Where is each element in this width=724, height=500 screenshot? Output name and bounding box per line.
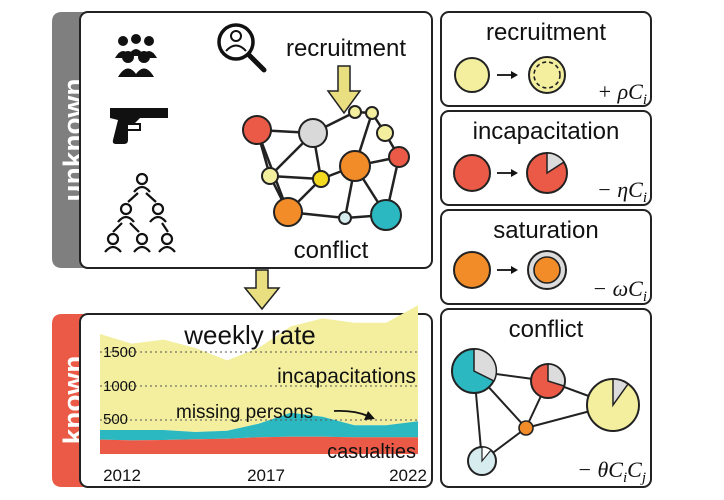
series-label-missing-persons: missing persons (176, 402, 313, 423)
recruitment-arrow (326, 65, 362, 115)
network-node (273, 197, 303, 227)
series-label-incapacitations: incapacitations (277, 365, 416, 388)
red-node-wedge (547, 363, 566, 387)
gun-icon (110, 108, 168, 144)
area-missing-persons (100, 412, 418, 441)
unknown-to-known-arrow (243, 269, 281, 311)
orange-node-saturated (533, 256, 561, 284)
network-node (242, 115, 272, 145)
crowd-icon (115, 34, 157, 77)
network-node (312, 170, 330, 188)
incapacitated-wedge (546, 152, 566, 175)
y-tick-500: 500 (103, 411, 128, 428)
blue-node-wedge (481, 446, 492, 463)
area-chart (100, 305, 418, 454)
saturation-formula: − ωCi (592, 276, 647, 305)
network-node (261, 167, 279, 185)
network-node (370, 199, 402, 231)
conflict-label: conflict (294, 237, 369, 264)
incapacitation-formula: − ηCi (597, 177, 647, 206)
saturation-panel: saturation − ωCi (440, 209, 652, 305)
arrow-right-icon (497, 169, 518, 177)
incapacitation-panel: incapacitation − ηCi (440, 110, 652, 206)
network-node (365, 106, 379, 120)
recruitment-panel: recruitment + ρCi (440, 11, 652, 108)
incapacitation-title: incapacitation (473, 118, 620, 145)
network-node (348, 105, 362, 119)
arrow-right-icon (497, 266, 518, 274)
area-casualties (100, 436, 418, 454)
recruitment-formula: + ρCi (597, 79, 647, 108)
conflict-title: conflict (509, 316, 584, 343)
recruitment-title: recruitment (486, 19, 606, 46)
network-node (376, 124, 394, 142)
arrow-right-icon (497, 71, 518, 79)
conflict-formula: − θCiCj (577, 457, 646, 486)
teal-node-wedge (473, 348, 498, 383)
x-tick-2012: 2012 (103, 466, 141, 485)
red-node (453, 154, 491, 192)
network-nodes (242, 105, 410, 231)
conflict-panel: conflict − θCiCj (440, 308, 652, 488)
known-panel: known weekly rate 1500 1000 500 incapaci… (52, 305, 433, 488)
x-tick-2022: 2022 (389, 466, 427, 485)
hierarchy-icon (104, 172, 176, 253)
missing-persons-pointer (333, 409, 369, 417)
chart-title: weekly rate (183, 320, 316, 350)
x-tick-2017: 2017 (247, 466, 285, 485)
area-incapacitations (100, 305, 418, 432)
recruitment-label: recruitment (286, 35, 406, 62)
y-tick-1500: 1500 (103, 344, 136, 361)
network-node (338, 211, 352, 225)
yellow-node (454, 57, 490, 93)
orange-node-tiny (518, 420, 534, 436)
network-node (388, 146, 410, 168)
saturation-title: saturation (493, 217, 598, 244)
series-label-casualties: casualties (327, 441, 416, 463)
recruit-dashed-ring (533, 61, 561, 89)
unknown-panel: unknown (52, 11, 433, 269)
yellow-node-wedge (612, 378, 630, 408)
magnifier-person-icon (217, 23, 267, 73)
y-tick-1000: 1000 (103, 378, 136, 395)
orange-node (453, 251, 491, 289)
network-node (298, 118, 328, 148)
missing-persons-pointer-head (364, 411, 375, 420)
network-node (339, 150, 371, 182)
